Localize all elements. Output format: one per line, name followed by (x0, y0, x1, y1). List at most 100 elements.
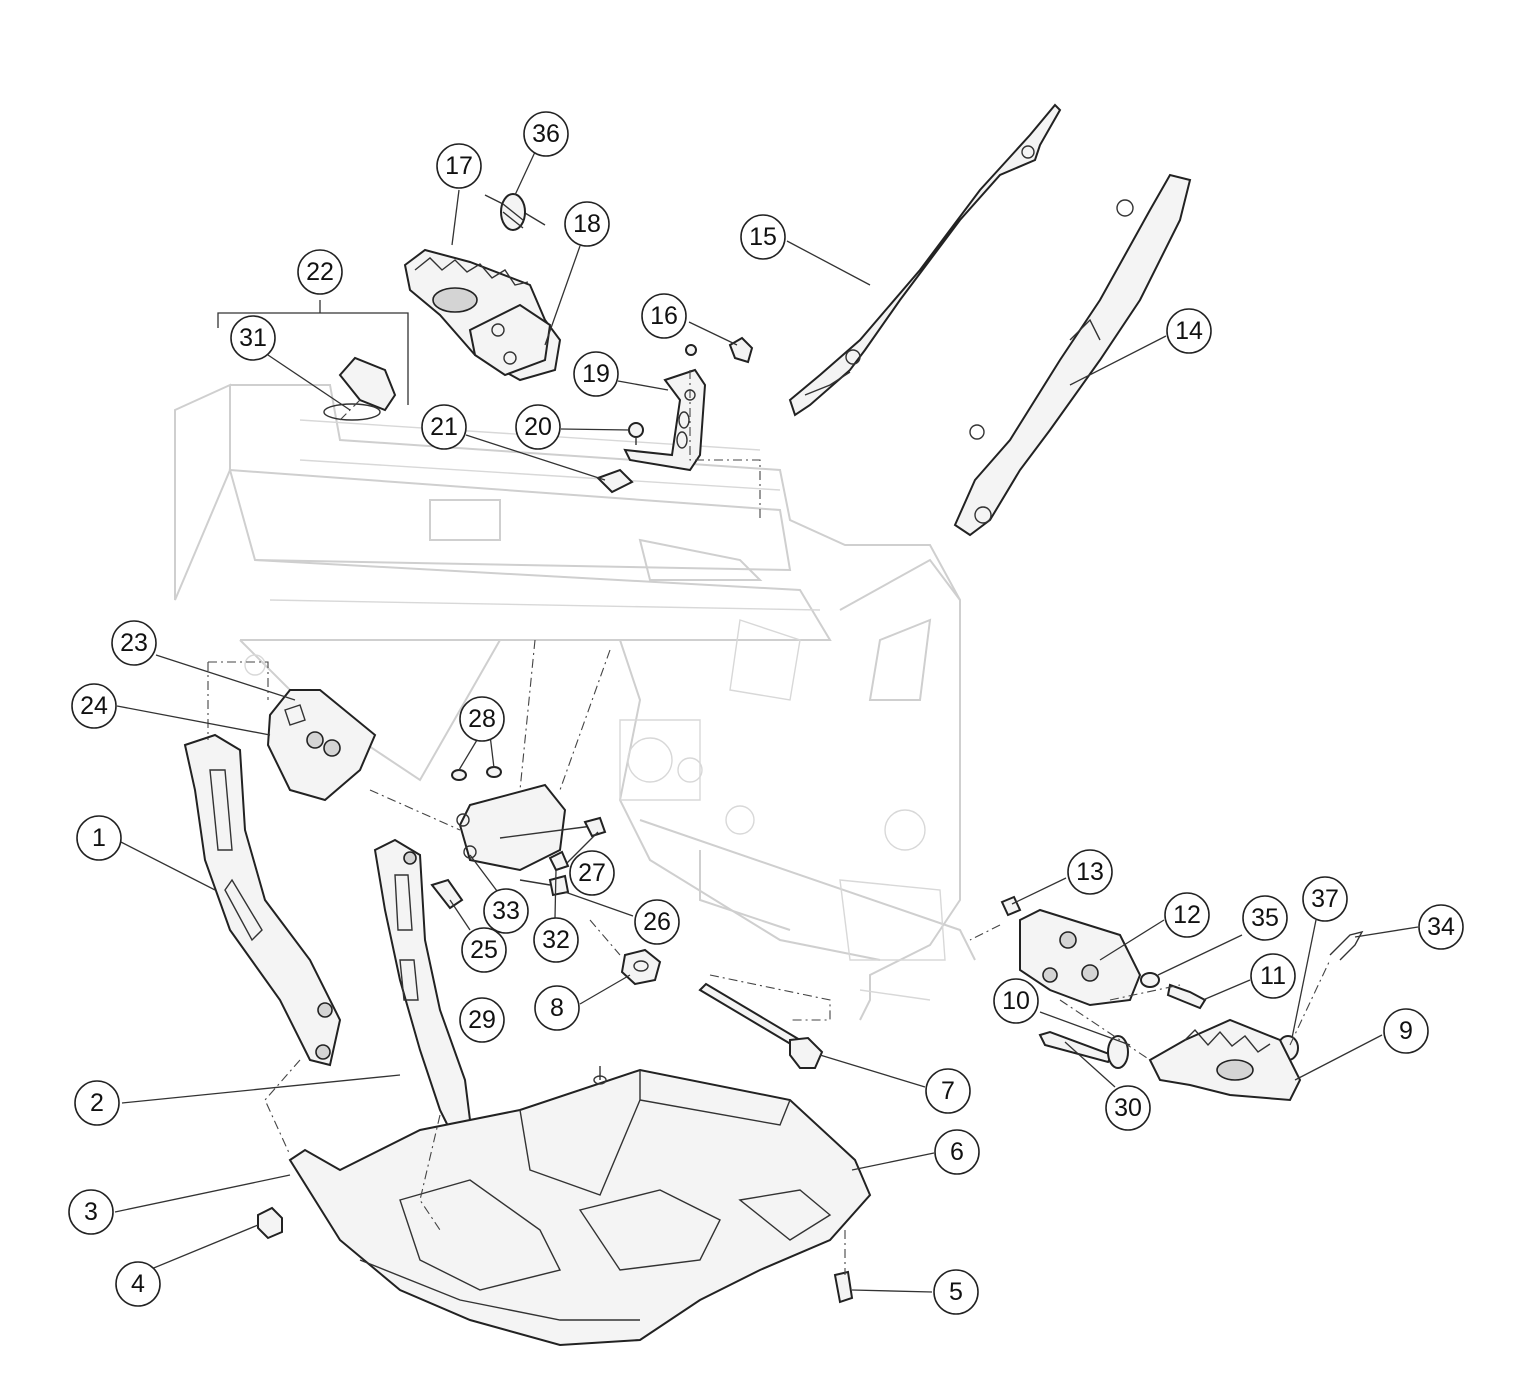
bolt-4 (257, 1206, 283, 1240)
callout-13: 13 (1067, 849, 1113, 895)
long-bolt-7 (698, 982, 824, 1069)
callout-35: 35 (1242, 895, 1288, 941)
callout-label: 10 (1002, 987, 1030, 1015)
callout-28: 28 (459, 696, 505, 742)
bumper-31 (323, 356, 397, 421)
footpeg-9 (1038, 1018, 1302, 1102)
callout-label: 19 (582, 360, 610, 388)
callout-label: 7 (941, 1077, 955, 1105)
group-bracket-22 (217, 300, 409, 405)
clip-21 (596, 468, 634, 494)
bracket-12 (1000, 895, 1142, 1007)
callout-1: 1 (76, 815, 122, 861)
callout-9: 9 (1383, 1008, 1429, 1054)
callout-label: 31 (239, 324, 267, 352)
callout-29: 29 (459, 997, 505, 1043)
callout-3: 3 (68, 1189, 114, 1235)
callout-label: 16 (650, 302, 678, 330)
footpeg-17 (403, 248, 562, 382)
callout-label: 27 (578, 859, 606, 887)
callout-label: 11 (1260, 962, 1286, 990)
nut-8 (620, 948, 662, 986)
callout-label: 6 (950, 1138, 964, 1166)
callout-26: 26 (634, 899, 680, 945)
callout-17: 17 (436, 143, 482, 189)
callout-2: 2 (74, 1080, 120, 1126)
washer-35 (1140, 972, 1160, 988)
rail-15 (788, 103, 1062, 417)
bolt-25 (430, 878, 464, 910)
bolt-11 (1166, 983, 1207, 1010)
bolt-5 (833, 1270, 854, 1304)
bolt-16 (685, 336, 754, 364)
leader-lines (114, 151, 1419, 1293)
callout-label: 23 (120, 629, 148, 657)
link-plates (451, 766, 607, 897)
assembly-lines (207, 370, 1331, 1275)
bracket-23-24 (266, 689, 377, 802)
callout-20: 20 (515, 404, 561, 450)
callout-label: 14 (1175, 317, 1203, 345)
callout-label: 34 (1427, 913, 1455, 941)
callout-22: 22 (297, 249, 343, 295)
callout-label: 9 (1399, 1017, 1413, 1045)
callout-label: 12 (1173, 901, 1201, 929)
rail-14 (953, 173, 1192, 537)
callout-33: 33 (483, 888, 529, 934)
callout-5: 5 (933, 1269, 979, 1315)
callout-label: 8 (550, 994, 564, 1022)
callout-32: 32 (533, 917, 579, 963)
callout-label: 30 (1114, 1094, 1142, 1122)
callout-23: 23 (111, 620, 157, 666)
callout-27: 27 (569, 850, 615, 896)
callout-34: 34 (1418, 904, 1464, 950)
arm-1 (183, 733, 342, 1067)
callout-label: 21 (430, 413, 458, 441)
callout-label: 22 (306, 258, 334, 286)
callout-label: 25 (470, 936, 498, 964)
callout-label: 15 (749, 223, 777, 251)
callout-19: 19 (573, 351, 619, 397)
callout-10: 10 (993, 978, 1039, 1024)
arm-2 (373, 838, 472, 1132)
callout-30: 30 (1105, 1085, 1151, 1131)
callout-21: 21 (421, 404, 467, 450)
callout-12: 12 (1164, 892, 1210, 938)
callout-label: 1 (92, 824, 106, 852)
callout-8: 8 (534, 985, 580, 1031)
callout-25: 25 (461, 927, 507, 973)
callout-16: 16 (641, 293, 687, 339)
callout-label: 20 (524, 413, 552, 441)
callout-label: 28 (468, 705, 496, 733)
callout-label: 3 (84, 1198, 98, 1226)
callout-label: 29 (468, 1006, 496, 1034)
callout-label: 26 (643, 908, 671, 936)
callout-6: 6 (934, 1129, 980, 1175)
spring-36 (484, 193, 546, 231)
callout-label: 36 (532, 120, 560, 148)
skid-plate-6 (288, 1066, 872, 1347)
callout-4: 4 (115, 1261, 161, 1307)
callout-label: 13 (1076, 858, 1104, 886)
callout-label: 32 (542, 926, 570, 954)
callout-label: 4 (131, 1270, 145, 1298)
callout-18: 18 (564, 201, 610, 247)
clip-34 (1329, 930, 1364, 961)
callout-label: 24 (80, 692, 108, 720)
callout-37: 37 (1302, 876, 1348, 922)
bracket-19 (623, 368, 707, 472)
callout-7: 7 (925, 1068, 971, 1114)
callout-31: 31 (230, 315, 276, 361)
callout-14: 14 (1166, 308, 1212, 354)
callout-label: 18 (573, 210, 601, 238)
callout-label: 2 (90, 1089, 104, 1117)
callout-label: 17 (445, 152, 473, 180)
callout-label: 33 (492, 897, 520, 925)
callout-36: 36 (523, 111, 569, 157)
callout-label: 37 (1311, 885, 1339, 913)
callout-24: 24 (71, 683, 117, 729)
callout-15: 15 (740, 214, 786, 260)
callout-11: 11 (1250, 953, 1296, 999)
callout-label: 5 (949, 1278, 963, 1306)
callout-label: 35 (1251, 904, 1279, 932)
